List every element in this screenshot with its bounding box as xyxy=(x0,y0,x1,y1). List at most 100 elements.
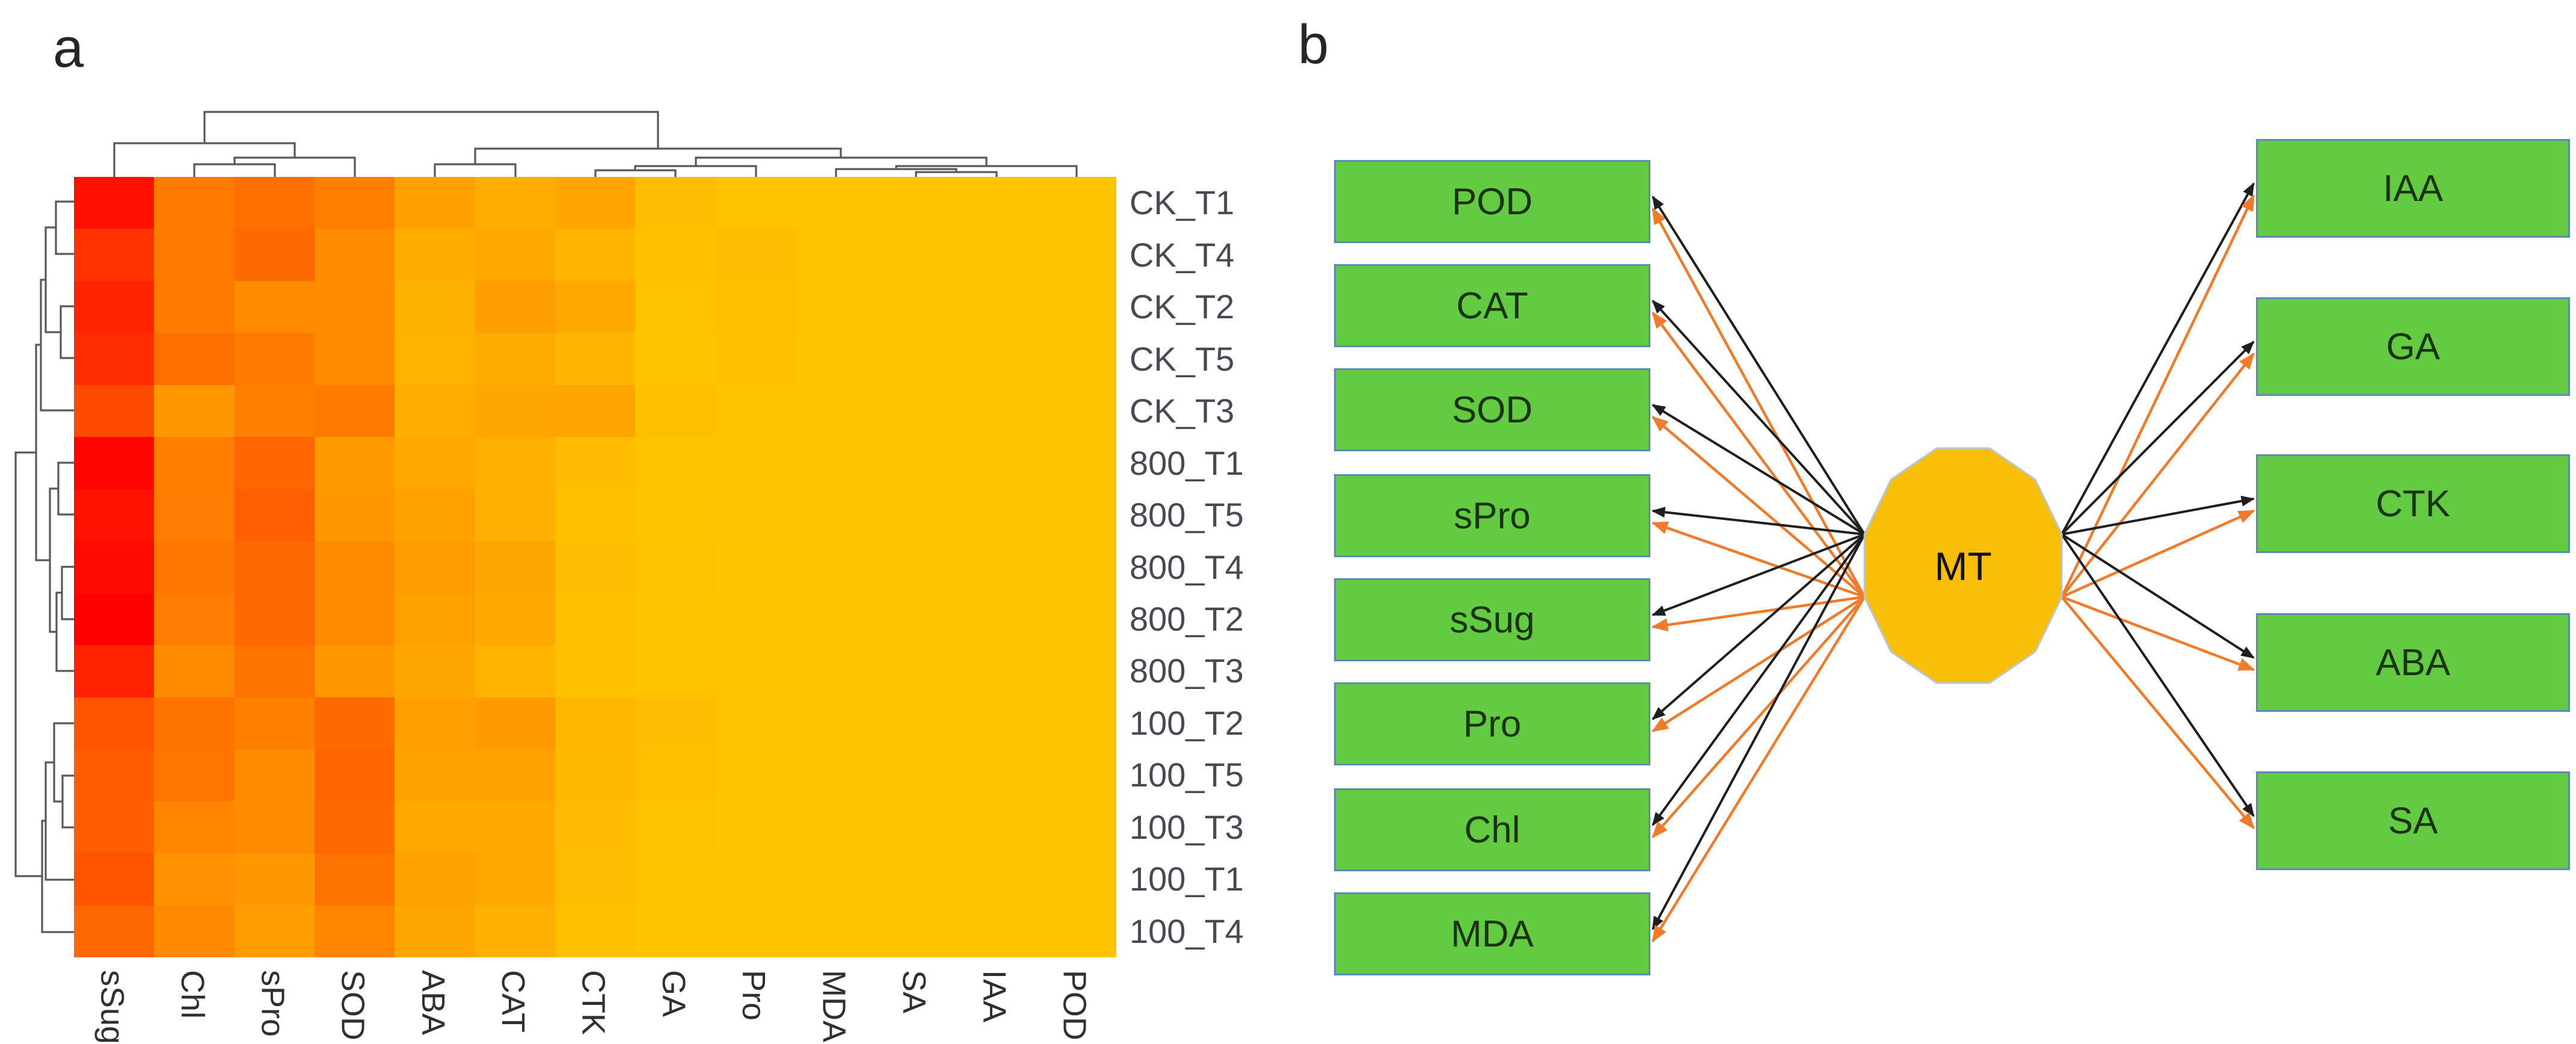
heatmap-cell xyxy=(234,801,315,854)
heatmap-cell xyxy=(1036,437,1116,489)
heatmap-cell xyxy=(74,177,155,229)
heatmap-cell xyxy=(876,697,956,750)
heatmap-cell xyxy=(876,749,956,802)
heatmap-cell xyxy=(314,645,395,697)
heatmap-cell xyxy=(74,801,155,854)
heatmap-cell xyxy=(795,489,876,542)
network-node-mda: MDA xyxy=(1334,892,1650,975)
heatmap-cell xyxy=(314,593,395,646)
heatmap-row-label: CK_T3 xyxy=(1130,392,1235,430)
heatmap-cell xyxy=(154,697,235,750)
edge-orange-mt-mda xyxy=(1652,596,1866,943)
edge-black-mt-chl xyxy=(1652,533,1866,826)
heatmap-cell xyxy=(74,280,155,333)
mt-node xyxy=(1863,447,2063,684)
heatmap-cell xyxy=(956,905,1036,957)
heatmap-cell xyxy=(795,177,876,229)
edge-black-mt-pod xyxy=(1652,196,1866,536)
heatmap-cell xyxy=(795,853,876,906)
heatmap-cell xyxy=(956,177,1036,229)
heatmap-cell xyxy=(555,229,636,281)
heatmap-cell xyxy=(555,385,636,437)
heatmap-cell xyxy=(395,177,475,229)
heatmap-cell xyxy=(635,489,716,542)
heatmap-cell xyxy=(876,385,956,437)
heatmap-cell xyxy=(234,385,315,437)
heatmap-cell xyxy=(154,645,235,697)
heatmap-cell xyxy=(395,593,475,646)
heatmap-cell xyxy=(74,593,155,646)
heatmap-cell xyxy=(314,697,395,750)
heatmap-column-label: GA xyxy=(655,970,692,1018)
heatmap-cell xyxy=(154,437,235,489)
heatmap-cell xyxy=(475,645,555,697)
heatmap-row-label: 800_T5 xyxy=(1130,496,1244,534)
heatmap-cell xyxy=(154,853,235,906)
network-node-iaa: IAA xyxy=(2256,139,2570,238)
network-node-label: CTK xyxy=(2376,483,2450,525)
network-node-spro: sPro xyxy=(1334,474,1650,557)
heatmap-cell xyxy=(555,853,636,906)
heatmap-row-label: CK_T4 xyxy=(1130,235,1235,274)
heatmap-cell xyxy=(314,541,395,593)
network-node-chl: Chl xyxy=(1334,788,1650,871)
heatmap-cell xyxy=(956,280,1036,333)
heatmap-cell xyxy=(475,280,555,333)
edge-black-mt-iaa xyxy=(2061,182,2255,535)
heatmap-cell xyxy=(635,801,716,854)
heatmap-cell xyxy=(795,905,876,957)
edge-black-mt-ga xyxy=(2061,341,2255,536)
heatmap-row-label: 800_T3 xyxy=(1130,652,1244,690)
network-node-sa: SA xyxy=(2256,771,2570,870)
heatmap-cell xyxy=(314,853,395,906)
heatmap-cell xyxy=(74,229,155,281)
heatmap-cell xyxy=(1036,489,1116,542)
heatmap-cell xyxy=(475,697,555,750)
heatmap-cell xyxy=(715,749,796,802)
edge-black-mt-sa xyxy=(2061,533,2255,817)
heatmap-cell xyxy=(715,645,796,697)
heatmap-cell xyxy=(74,385,155,437)
heatmap-cell xyxy=(876,645,956,697)
heatmap-cell xyxy=(1036,280,1116,333)
heatmap-cell xyxy=(475,541,555,593)
edge-black-mt-sod xyxy=(1652,404,1866,536)
network-node-label: sSug xyxy=(1449,599,1535,641)
heatmap-cell xyxy=(74,437,155,489)
edge-orange-mt-sod xyxy=(1651,416,1866,598)
heatmap-cell xyxy=(956,489,1036,542)
heatmap-cell xyxy=(555,749,636,802)
heatmap-cell xyxy=(715,385,796,437)
heatmap-cell xyxy=(395,385,475,437)
heatmap-cell xyxy=(635,645,716,697)
heatmap-cell xyxy=(1036,645,1116,697)
heatmap-column-label: Chl xyxy=(174,970,211,1019)
heatmap-column-label: ABA xyxy=(414,970,451,1036)
heatmap-cell xyxy=(795,385,876,437)
heatmap-cell xyxy=(956,801,1036,854)
heatmap-cell xyxy=(715,229,796,281)
heatmap-cell xyxy=(1036,229,1116,281)
heatmap-cell xyxy=(475,905,555,957)
network-node-label: Chl xyxy=(1464,809,1520,851)
heatmap-cell xyxy=(876,905,956,957)
network-node-ga: GA xyxy=(2256,297,2570,396)
heatmap-cell xyxy=(475,801,555,854)
network-node-label: CAT xyxy=(1456,285,1528,327)
heatmap-cell xyxy=(475,489,555,542)
network-node-ssug: sSug xyxy=(1334,578,1650,661)
heatmap-cell xyxy=(635,385,716,437)
heatmap-cell xyxy=(876,801,956,854)
heatmap-cell xyxy=(795,645,876,697)
heatmap-cell xyxy=(555,541,636,593)
heatmap-cell xyxy=(876,177,956,229)
heatmap-cell xyxy=(715,280,796,333)
heatmap-cell xyxy=(314,749,395,802)
heatmap-cell xyxy=(154,593,235,646)
network-node-label: GA xyxy=(2386,326,2440,368)
heatmap-cell xyxy=(395,905,475,957)
panel-a-letter: a xyxy=(53,17,84,79)
heatmap-cell xyxy=(475,853,555,906)
heatmap-cell xyxy=(234,177,315,229)
